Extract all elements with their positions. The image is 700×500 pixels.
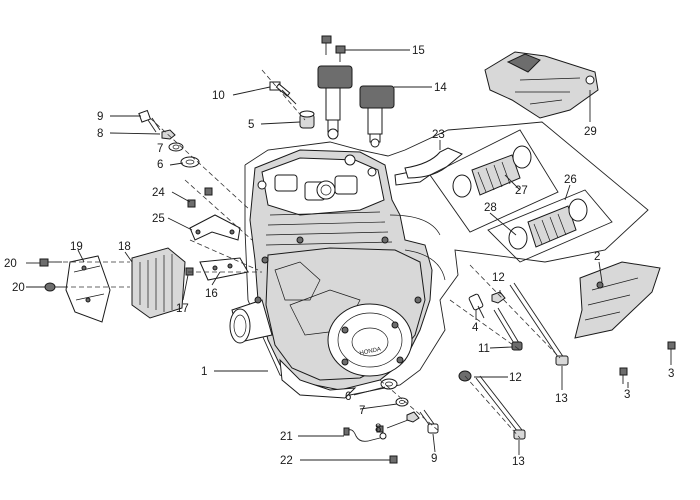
screw-22 [389, 455, 398, 464]
callout-21: 21 [280, 431, 293, 443]
bolt-4 [468, 293, 485, 319]
callout-7: 7 [359, 405, 365, 417]
callout-28: 28 [484, 202, 497, 214]
callout-labels: 1 2 3 3 4 5 6 6 7 7 8 8 9 9 10 11 12 12 … [4, 45, 674, 468]
callout-9: 9 [97, 111, 103, 123]
bolt-11 [493, 307, 523, 351]
callout-19: 19 [70, 241, 83, 253]
washer-7-lower [395, 397, 409, 407]
screw-17 [185, 267, 194, 276]
nut-12-upper [491, 291, 506, 304]
callout-20: 20 [4, 258, 17, 270]
washer-6-lower [380, 378, 398, 390]
bolt-9-top [138, 109, 161, 133]
callout-14: 14 [434, 82, 447, 94]
callout-5: 5 [248, 119, 254, 131]
callout-26: 26 [564, 174, 577, 186]
callout-3: 3 [668, 368, 674, 380]
hose-23 [404, 147, 463, 179]
callout-6: 6 [157, 159, 163, 171]
sensor-wire-21 [343, 425, 387, 442]
callout-13: 13 [555, 393, 568, 405]
callout-15: 15 [412, 45, 425, 57]
callout-20: 20 [12, 282, 25, 294]
head-bolt [269, 81, 297, 105]
callout-6: 6 [345, 391, 351, 403]
bracket-19 [65, 255, 111, 323]
bolt-3-lower [619, 367, 628, 384]
bolt-9-lower [419, 409, 439, 434]
callout-10: 10 [212, 90, 225, 102]
collar [299, 110, 315, 129]
callout-23: 23 [432, 129, 445, 141]
long-bolt-13-lower [475, 375, 526, 440]
callout-9: 9 [431, 453, 437, 465]
callout-1: 1 [201, 366, 207, 378]
coil-bolt [321, 35, 346, 62]
side-cover [574, 261, 661, 339]
washer-7-top [168, 142, 184, 152]
hose-kit-upper [429, 129, 559, 233]
long-bolt-13-upper [509, 282, 569, 366]
connector-16 [199, 257, 249, 281]
callout-2: 2 [594, 251, 600, 263]
callout-13: 13 [512, 456, 525, 468]
bolt-24 [187, 187, 213, 208]
assembly-boundary [244, 121, 649, 396]
engine-assembly: HONDA [229, 149, 446, 399]
callout-27: 27 [515, 185, 528, 197]
callout-25: 25 [152, 213, 165, 225]
callout-8: 8 [97, 128, 103, 140]
callout-29: 29 [584, 126, 597, 138]
callout-11: 11 [478, 343, 490, 355]
nut-8-lower [406, 411, 420, 423]
bolt-20-upper [39, 258, 62, 267]
callout-12: 12 [492, 272, 505, 284]
leader-lines [26, 49, 672, 461]
ignition-coil-left [317, 65, 353, 140]
ignition-coil-right [359, 85, 395, 148]
bracket-25 [189, 214, 241, 241]
callout-12: 12 [509, 372, 522, 384]
callout-3: 3 [624, 389, 630, 401]
callout-4: 4 [472, 322, 479, 334]
callout-16: 16 [205, 288, 218, 300]
callout-17: 17 [176, 303, 189, 315]
bolt-3-right [667, 341, 676, 360]
regulator-rectifier [131, 247, 186, 319]
callout-22: 22 [280, 455, 293, 467]
callout-7: 7 [157, 143, 163, 155]
callout-18: 18 [118, 241, 131, 253]
engine-badge: HONDA [359, 347, 381, 357]
callout-24: 24 [152, 187, 165, 199]
callout-8: 8 [375, 423, 381, 435]
assembly-axis-lines [55, 69, 561, 439]
washer-6-top [180, 156, 200, 168]
rear-bracket-assembly [484, 51, 599, 119]
